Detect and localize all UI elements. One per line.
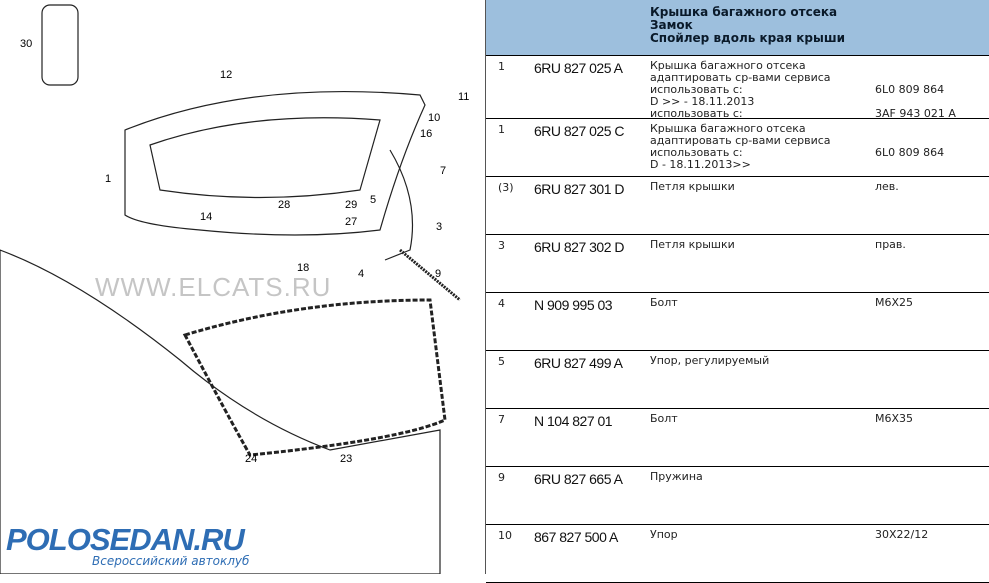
header-line: Замок bbox=[650, 18, 693, 32]
cell-desc: Пружина bbox=[650, 470, 703, 483]
table-header: Крышка багажного отсека Замок Спойлер вд… bbox=[486, 0, 989, 56]
table-row[interactable]: 3 6RU 827 302 D Петля крышки прав. bbox=[486, 235, 989, 293]
cell-num[interactable]: N 104 827 01 bbox=[534, 413, 613, 429]
svg-text:5: 5 bbox=[370, 194, 376, 206]
cell-num[interactable]: 6RU 827 665 A bbox=[534, 471, 623, 487]
svg-text:3: 3 bbox=[436, 221, 442, 233]
cell-num[interactable]: 6RU 827 025 C bbox=[534, 123, 625, 139]
cell-num[interactable]: 867 827 500 A bbox=[534, 529, 618, 545]
hinge bbox=[384, 149, 414, 261]
cell-num[interactable]: N 909 995 03 bbox=[534, 297, 613, 313]
svg-text:9: 9 bbox=[435, 268, 441, 280]
logo-subtitle: Всероссийский автоклуб bbox=[92, 554, 250, 568]
svg-text:11: 11 bbox=[458, 91, 469, 103]
trunk-seal bbox=[182, 298, 447, 457]
logo-brand: POLOSEDAN.RU bbox=[6, 522, 245, 557]
table-row[interactable]: 9 6RU 827 665 A Пружина bbox=[486, 467, 989, 525]
cell-pos: 9 bbox=[498, 471, 505, 484]
parts-diagram: 30 12 11 10 16 1 7 5 28 29 27 14 3 18 4 9 24 23 bbox=[0, 4, 469, 574]
cell-pos: 1 bbox=[498, 123, 505, 136]
parts-table: Крышка багажного отсека Замок Спойлер вд… bbox=[485, 0, 989, 583]
cell-desc: Болт bbox=[650, 296, 678, 309]
car-body bbox=[0, 249, 441, 574]
cell-desc: Крышка багажного отсека адаптировать ср-… bbox=[650, 59, 831, 120]
table-row[interactable]: (3) 6RU 827 301 D Петля крышки лев. bbox=[486, 177, 989, 235]
table-row[interactable]: 7 N 104 827 01 Болт M6X35 bbox=[486, 409, 989, 467]
callout-30: 30 bbox=[20, 38, 32, 50]
cell-desc: Крышка багажного отсека адаптировать ср-… bbox=[650, 122, 831, 171]
table-row[interactable]: 1 6RU 827 025 C Крышка багажного отсека ад… bbox=[486, 119, 989, 177]
svg-text:4: 4 bbox=[358, 268, 364, 280]
cell-note: 6L0 809 864 bbox=[875, 146, 945, 159]
svg-text:27: 27 bbox=[345, 216, 357, 228]
cell-num[interactable]: 6RU 827 499 A bbox=[534, 355, 623, 371]
cell-pos: 3 bbox=[498, 239, 505, 252]
cell-desc: Болт bbox=[650, 412, 678, 425]
svg-text:12: 12 bbox=[220, 69, 232, 81]
svg-text:7: 7 bbox=[440, 165, 446, 177]
svg-text:18: 18 bbox=[297, 262, 309, 274]
site-logo[interactable]: POLOSEDAN.RU Всероссийский автоклуб bbox=[6, 522, 250, 569]
table-row[interactable]: 10 867 827 500 A Упор 30X22/12 bbox=[486, 525, 989, 583]
cell-note: прав. bbox=[875, 238, 906, 251]
spring bbox=[399, 248, 461, 302]
cell-note: M6X25 bbox=[875, 296, 914, 309]
cell-pos: 5 bbox=[498, 355, 505, 368]
cell-pos: 7 bbox=[498, 413, 505, 426]
cell-num[interactable]: 6RU 827 025 A bbox=[534, 60, 623, 76]
table-row[interactable]: 5 6RU 827 499 A Упор, регулируемый bbox=[486, 351, 989, 409]
table-row[interactable]: 1 6RU 827 025 A Крышка багажного отсека ад… bbox=[486, 56, 989, 120]
spray-can bbox=[41, 4, 79, 86]
cell-num[interactable]: 6RU 827 301 D bbox=[534, 181, 625, 197]
cell-pos: 4 bbox=[498, 297, 505, 310]
cell-num[interactable]: 6RU 827 302 D bbox=[534, 239, 625, 255]
cell-desc: Петля крышки bbox=[650, 180, 735, 193]
svg-text:23: 23 bbox=[340, 453, 352, 465]
svg-text:28: 28 bbox=[278, 199, 290, 211]
cell-pos: 1 bbox=[498, 60, 505, 73]
svg-text:29: 29 bbox=[345, 199, 357, 211]
cell-note: M6X35 bbox=[875, 412, 914, 425]
cell-note: лев. bbox=[875, 180, 899, 193]
svg-text:10: 10 bbox=[428, 112, 440, 124]
cell-note: 30X22/12 bbox=[875, 528, 929, 541]
cell-desc: Петля крышки bbox=[650, 238, 735, 251]
cell-desc: Упор bbox=[650, 528, 678, 541]
table-row[interactable]: 4 N 909 995 03 Болт M6X25 bbox=[486, 293, 989, 351]
svg-text:24: 24 bbox=[245, 453, 257, 465]
watermark: WWW.ELCATS.RU bbox=[95, 272, 332, 302]
svg-text:16: 16 bbox=[420, 128, 432, 140]
cell-pos: (3) bbox=[498, 181, 514, 194]
header-line: Спойлер вдоль края крыши bbox=[650, 31, 845, 45]
trunk-lid bbox=[124, 90, 426, 236]
cell-desc: Упор, регулируемый bbox=[650, 354, 770, 367]
svg-text:14: 14 bbox=[200, 211, 212, 223]
header-line: Крышка багажного отсека bbox=[650, 5, 838, 19]
cell-pos: 10 bbox=[498, 529, 512, 542]
svg-text:1: 1 bbox=[105, 173, 111, 185]
cell-note: 6L0 809 864 3AF 943 021 A bbox=[875, 83, 956, 120]
